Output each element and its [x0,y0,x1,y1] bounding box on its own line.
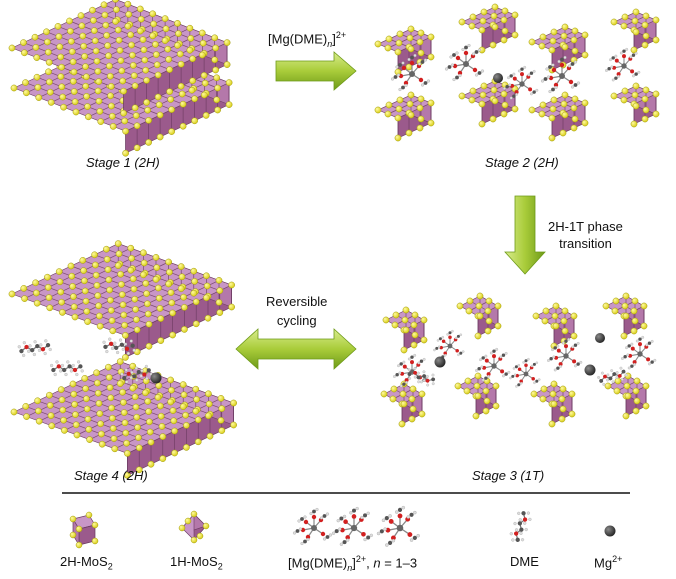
stage2-complex-5 [605,48,640,81]
legend-icon-mg-ion [605,526,616,537]
stage3-complex-5 [433,330,464,359]
stage3-complex-6 [509,358,540,387]
transition-label-stage3-4: Reversible cycling [266,292,327,330]
stage4-illustration [9,241,237,479]
legend-label-dme: DME [510,554,539,569]
stage3-label: Stage 3 (1T) [472,468,544,483]
stage3-block-5 [381,381,425,427]
legend-icon-mg-dme-n3 [377,506,420,546]
legend-label-mg-ion: Mg2+ [594,554,622,570]
stage3-block-7 [531,381,575,427]
stage3-illustration [381,293,656,427]
legend-icon-1h-mos2 [179,511,209,543]
stage2-block-top-4 [611,9,659,53]
stage2-complex-2 [445,44,484,81]
stage3-mg-ion-1 [435,357,446,368]
stage3-block-2 [457,293,501,339]
stage3-mg-ion-3 [595,333,605,343]
stage2-illustration [375,4,659,141]
stage2-block-bottom-4 [611,83,659,127]
stage1-label: Stage 1 (2H) [86,155,160,170]
stage3-dme-1 [405,365,438,388]
legend-icon-2h-mos2 [70,512,98,548]
arrow-stage2-to-stage3 [505,196,545,274]
legend-label-2h-mos2: 2H-MoS2 [60,554,113,572]
transition-label-stage1-2: [Mg(DME)n]2+ [268,30,346,49]
stage4-mg-ion [151,373,162,384]
arrow-bidirectional-stage3-stage4 [236,329,356,369]
stage2-mg-ion [493,73,503,83]
stage3-mg-ion-2 [585,365,596,376]
stage2-block-bottom-3 [529,92,588,141]
arrow-stage1-to-stage2 [276,52,356,90]
stage4-dme-1 [17,339,52,357]
stage3-block-6 [455,373,499,419]
stage2-label: Stage 2 (2H) [485,155,559,170]
stage3-complex-4 [621,336,656,369]
stage4-label: Stage 4 (2H) [74,468,148,483]
transition-label-stage2-3: 2H-1T phase transition [548,218,623,252]
stage4-dme-3 [50,360,83,375]
legend-label-1h-mos2: 1H-MoS2 [170,554,223,572]
legend-icons [70,506,616,548]
stage2-block-top-3 [529,24,588,73]
legend-icon-dme [508,508,534,545]
legend-icon-mg-dme-n2 [332,507,373,546]
stage3-block-1 [383,307,427,353]
stage3-block-4 [603,293,647,339]
stage4-top-layer [9,241,235,361]
stage1-illustration [9,0,232,156]
legend-label-mg-dme-complex: [Mg(DME)n]2+, n = 1–3 [288,554,417,573]
stage2-block-bottom-1 [375,92,434,141]
stage3-block-3 [533,303,577,349]
stage3-complex-1 [393,354,428,387]
stage2-complex-4 [541,56,580,93]
legend-icon-mg-dme-n1 [293,508,332,545]
